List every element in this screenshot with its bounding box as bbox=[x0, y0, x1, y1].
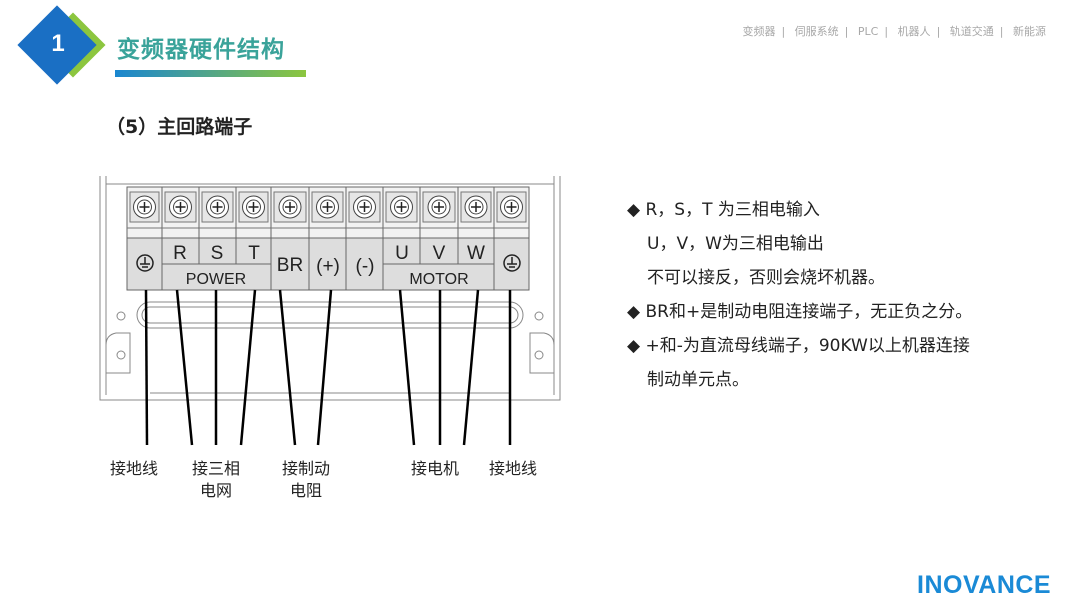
nav-item: 机器人 bbox=[897, 25, 931, 38]
terminal-screw-icon bbox=[126, 186, 163, 239]
terminal-u: U bbox=[395, 243, 409, 264]
terminal-screws bbox=[126, 186, 530, 239]
terminal-screw-icon bbox=[161, 186, 200, 239]
nav-item: 新能源 bbox=[1013, 25, 1046, 38]
section-title: 变频器硬件结构 bbox=[117, 37, 285, 63]
terminal-screw-icon bbox=[308, 186, 347, 239]
subtitle: （5）主回路端子 bbox=[106, 116, 253, 138]
terminal-screw-icon bbox=[457, 186, 495, 239]
ground-symbol-icon bbox=[136, 254, 154, 272]
terminal-t: T bbox=[248, 243, 260, 264]
callout-power-1: 接三相 bbox=[192, 460, 240, 478]
callout-lines bbox=[144, 289, 512, 446]
terminal-diagram: R S T BR (+) (-) U V W POWER MOTOR 接地线 bbox=[99, 176, 561, 500]
callout-power-2: 电网 bbox=[200, 482, 232, 500]
terminal-screw-icon bbox=[270, 186, 310, 239]
section-number: 1 bbox=[51, 30, 65, 57]
motor-group-label: MOTOR bbox=[409, 271, 468, 288]
terminal-screw-icon bbox=[493, 186, 530, 239]
title-underline bbox=[115, 70, 306, 77]
terminal-br: BR bbox=[277, 255, 303, 276]
nav-item: 变频器 bbox=[742, 25, 776, 38]
callout-ground-left: 接地线 bbox=[110, 460, 158, 478]
terminal-screw-icon bbox=[382, 186, 421, 239]
callout-brake-2: 电阻 bbox=[290, 482, 322, 500]
ground-symbol-icon bbox=[503, 254, 521, 272]
notes: ◆ R，S，T 为三相电输入 U，V，W为三相电输出 不可以接反，否则会烧坏机器… bbox=[627, 193, 972, 397]
nav-item: 轨道交通 bbox=[949, 25, 994, 38]
note-line: 制动单元点。 bbox=[647, 370, 749, 390]
note-line: ◆ +和-为直流母线端子，90KW以上机器连接 bbox=[627, 336, 970, 356]
callout-brake-1: 接制动 bbox=[282, 460, 330, 478]
top-nav: 变频器| 伺服系统| PLC| 机器人| 轨道交通| 新能源 bbox=[742, 25, 1046, 38]
terminal-plus: (+) bbox=[316, 256, 340, 277]
terminal-screw-icon bbox=[419, 186, 459, 239]
terminal-minus: (-) bbox=[356, 256, 375, 277]
terminal-w: W bbox=[467, 243, 485, 264]
brand-logo: INOVANCE bbox=[917, 571, 1052, 599]
note-line: 不可以接反，否则会烧坏机器。 bbox=[647, 268, 885, 288]
terminal-v: V bbox=[433, 243, 446, 264]
terminal-r: R bbox=[173, 243, 187, 264]
note-line: ◆ BR和+是制动电阻连接端子，无正负之分。 bbox=[627, 302, 973, 322]
nav-item: PLC bbox=[857, 25, 879, 38]
note-line: U，V，W为三相电输出 bbox=[647, 234, 824, 254]
callout-ground-right: 接地线 bbox=[489, 460, 537, 478]
terminal-screw-icon bbox=[235, 186, 272, 239]
terminal-s: S bbox=[211, 243, 224, 264]
terminal-screw-icon bbox=[345, 186, 384, 239]
callout-motor: 接电机 bbox=[411, 460, 459, 478]
nav-item: 伺服系统 bbox=[794, 25, 839, 38]
note-line: ◆ R，S，T 为三相电输入 bbox=[627, 200, 820, 220]
terminal-screw-icon bbox=[198, 186, 237, 239]
power-group-label: POWER bbox=[186, 271, 246, 288]
